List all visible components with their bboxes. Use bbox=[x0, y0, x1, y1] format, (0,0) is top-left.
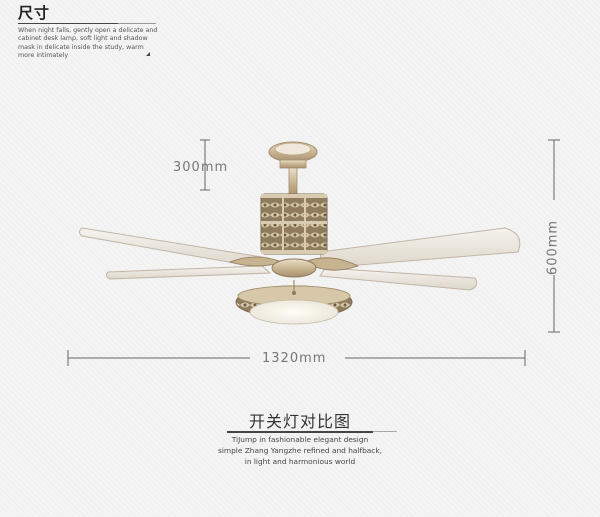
fan-canopy bbox=[268, 141, 318, 169]
title-underline bbox=[18, 23, 118, 24]
comparison-title: 开关灯对比图 bbox=[248, 412, 351, 431]
fan-blades bbox=[79, 227, 521, 291]
fan-downrod bbox=[288, 167, 298, 197]
fan-hub bbox=[271, 258, 317, 278]
title-underline-tail bbox=[118, 23, 156, 24]
dimension-label-rod: 300mm bbox=[173, 160, 229, 175]
section-title: 尺寸 bbox=[18, 4, 51, 22]
fan-light-kit bbox=[235, 280, 353, 325]
fan-blade-arms bbox=[228, 256, 360, 271]
footer-text-line-1: TiJump in fashionable elegant design bbox=[231, 435, 369, 444]
footer-text-line-3: in light and harmonious world bbox=[244, 457, 356, 466]
comparison-title-underline bbox=[227, 431, 373, 433]
dimension-label-span: 1320mm bbox=[262, 351, 327, 366]
corner-triangle-icon bbox=[146, 52, 150, 56]
section-description: When night falls, gently open a delicate… bbox=[18, 27, 158, 60]
fan-motor-housing bbox=[260, 193, 328, 255]
footer-text-line-2: simple Zhang Yangzhe refined and halfbac… bbox=[218, 446, 382, 455]
dimension-label-height: 600mm bbox=[545, 219, 561, 276]
comparison-title-underline-tail bbox=[373, 431, 397, 432]
dimension-1320mm-marker bbox=[67, 350, 526, 366]
dimension-600mm-marker bbox=[548, 139, 560, 333]
dimension-300mm-marker bbox=[200, 139, 210, 191]
